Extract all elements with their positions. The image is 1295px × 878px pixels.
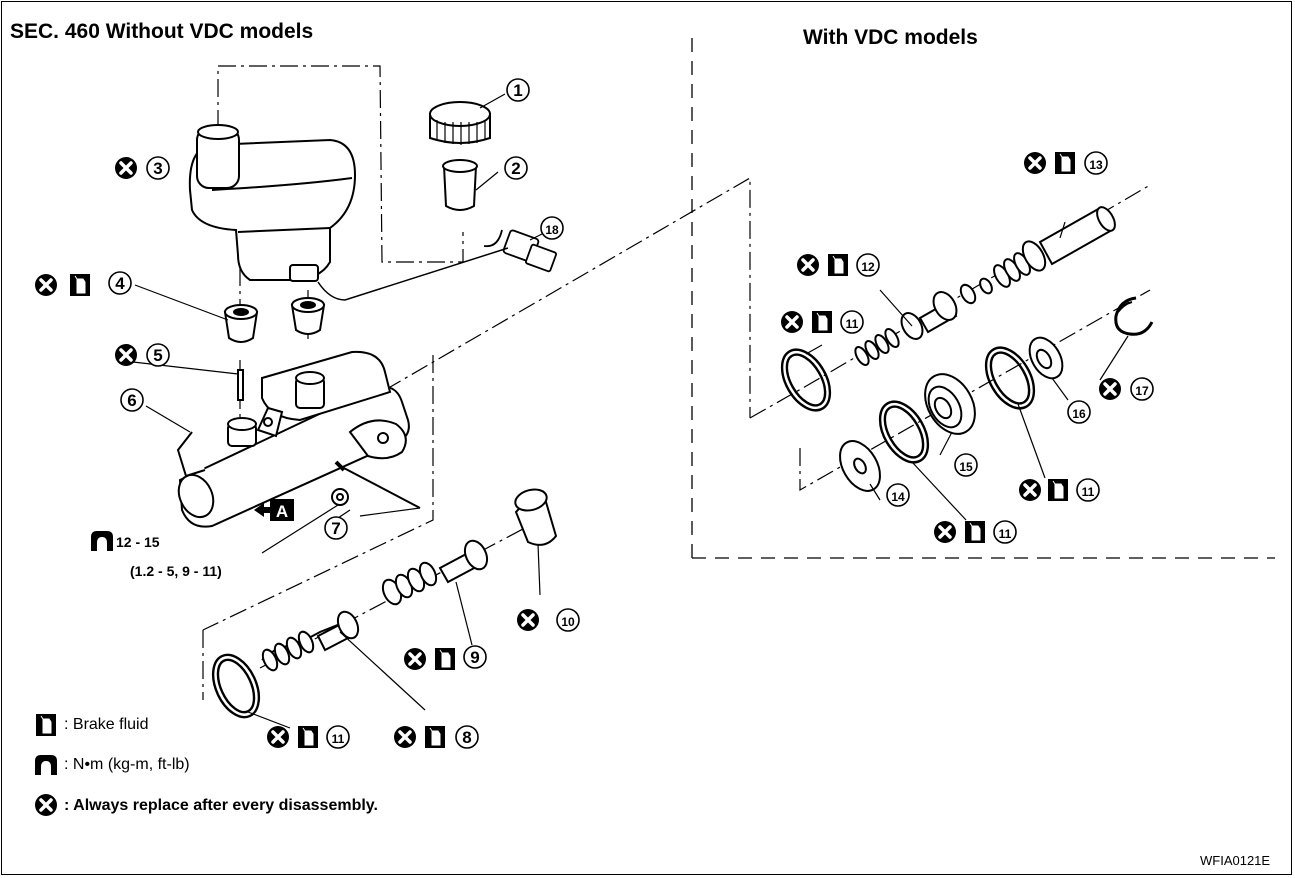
figure-code: WFIA0121E xyxy=(1200,853,1271,868)
torque-wrench-icon xyxy=(91,531,113,551)
callout-11: 11 xyxy=(846,317,859,331)
x-circle-icon xyxy=(33,272,59,298)
brake-fluid-can-icon xyxy=(434,647,456,671)
callout-10: 10 xyxy=(561,615,575,629)
x-circle-icon xyxy=(33,792,59,818)
title-with-vdc: With VDC models xyxy=(803,26,978,49)
callout-4: 4 xyxy=(115,274,125,293)
callout-8: 8 xyxy=(462,728,471,747)
view-a-label: A xyxy=(276,502,288,521)
x-circle-icon xyxy=(265,724,291,750)
x-circle-icon xyxy=(795,252,821,278)
callout-11: 11 xyxy=(1082,485,1095,499)
callout-17: 17 xyxy=(1135,384,1149,398)
callout-12: 12 xyxy=(861,260,875,274)
callout-9: 9 xyxy=(470,648,479,667)
callout-7: 7 xyxy=(331,519,340,538)
brake-fluid-can-icon xyxy=(424,725,446,749)
callout-5: 5 xyxy=(153,346,162,365)
brake-fluid-can-icon xyxy=(35,713,57,737)
torque-wrench-icon xyxy=(35,755,57,775)
brake-fluid-can-icon xyxy=(811,310,833,334)
callout-11: 11 xyxy=(999,527,1012,541)
view-a-marker: A xyxy=(254,499,294,521)
brake-fluid-can-icon xyxy=(69,273,91,297)
x-circle-icon xyxy=(392,724,418,750)
x-circle-icon xyxy=(515,607,541,633)
brake-fluid-can-icon xyxy=(964,520,986,544)
legend-torque-units: : N•m (kg-m, ft-lb) xyxy=(64,756,190,773)
legend-brake-fluid: : Brake fluid xyxy=(64,716,149,733)
callout-11: 11 xyxy=(332,732,345,746)
title-without-vdc: SEC. 460 Without VDC models xyxy=(10,20,314,43)
x-circle-icon xyxy=(1017,477,1043,503)
callout-13: 13 xyxy=(1089,158,1103,172)
callout-15: 15 xyxy=(959,460,973,474)
callout-2: 2 xyxy=(511,159,520,178)
x-circle-icon xyxy=(779,309,805,335)
torque-alt: (1.2 - 5, 9 - 11) xyxy=(130,563,222,579)
callout-6: 6 xyxy=(127,391,136,410)
callout-16: 16 xyxy=(1072,407,1086,421)
callout-3: 3 xyxy=(153,159,162,178)
brake-fluid-can-icon xyxy=(1047,478,1069,502)
x-circle-icon xyxy=(932,519,958,545)
x-circle-icon xyxy=(402,646,428,672)
x-circle-icon xyxy=(1097,376,1123,402)
brake-fluid-can-icon xyxy=(827,253,849,277)
legend-replace: : Always replace after every disassembly… xyxy=(64,797,378,814)
brake-fluid-can-icon xyxy=(297,725,319,749)
brake-fluid-can-icon xyxy=(1054,151,1076,175)
callout-1: 1 xyxy=(513,81,522,100)
callout-14: 14 xyxy=(891,490,905,504)
torque-value: 12 - 15 xyxy=(116,534,160,550)
callout-18: 18 xyxy=(545,223,559,237)
x-circle-icon xyxy=(1022,150,1048,176)
x-circle-icon xyxy=(113,342,139,368)
x-circle-icon xyxy=(113,155,139,181)
